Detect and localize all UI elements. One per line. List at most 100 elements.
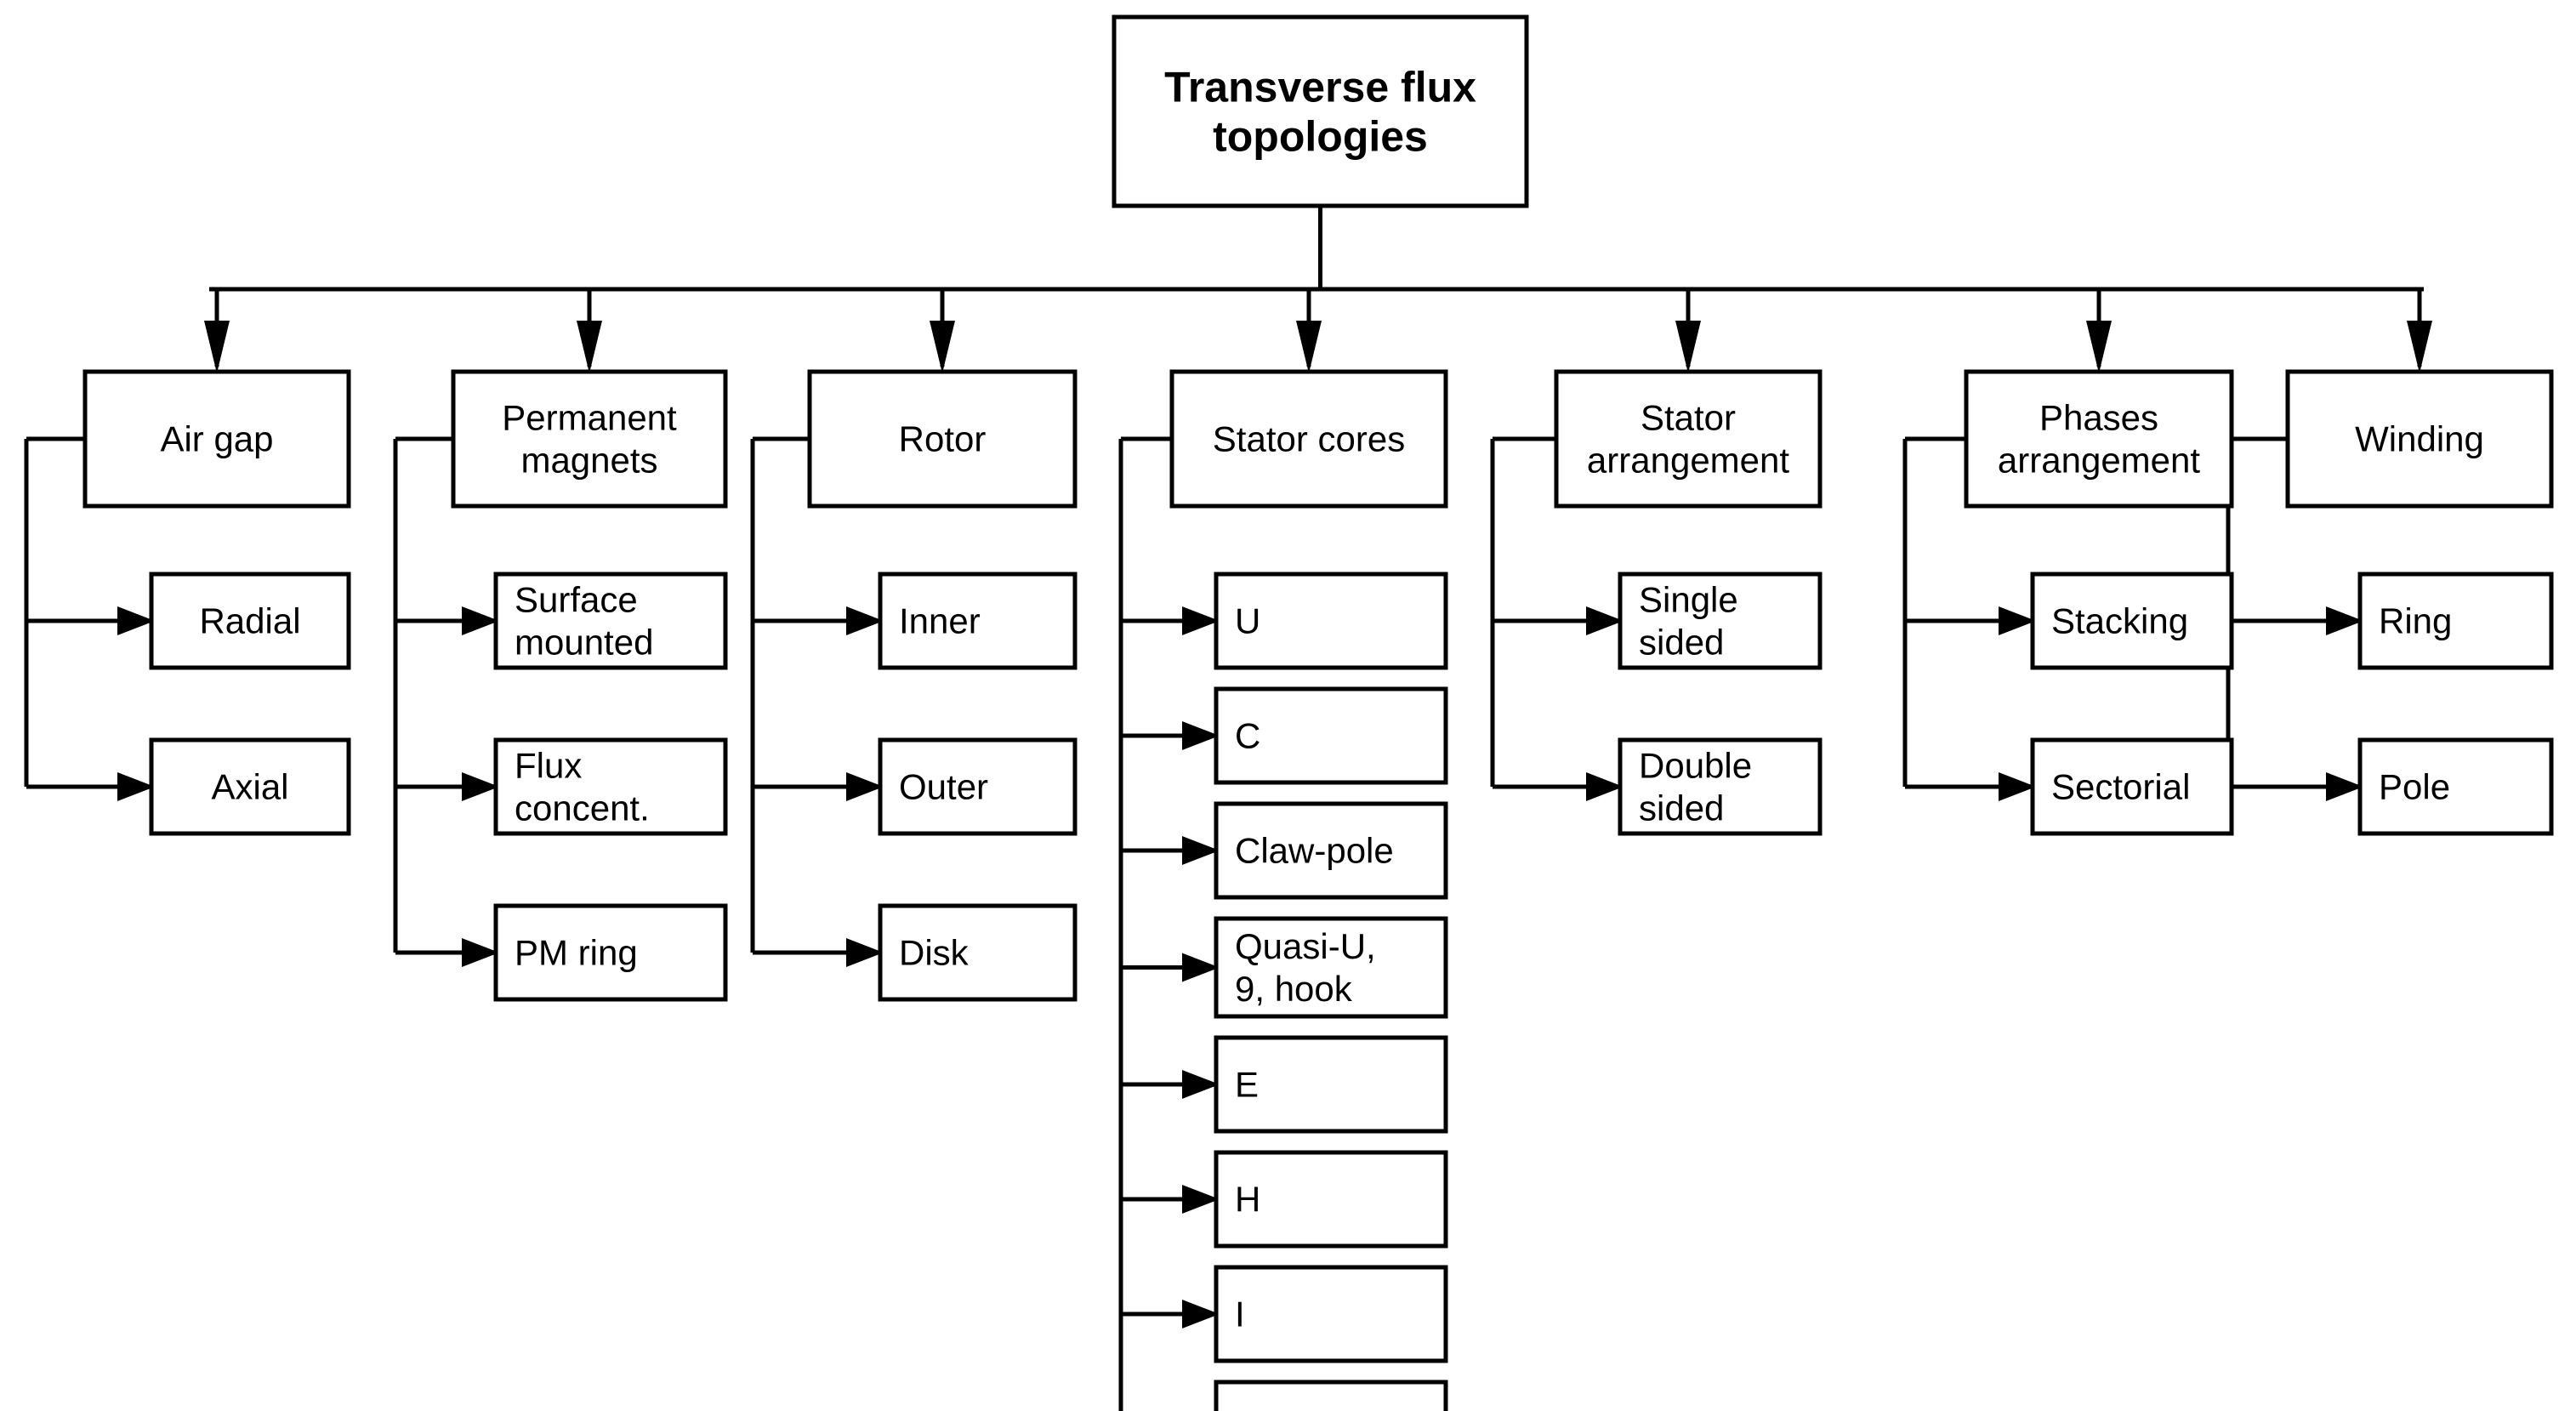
arrowhead-right-icon (2326, 772, 2363, 801)
node-ring-rect (2357, 572, 2554, 670)
root-node-transverse-flux-topologies-rect (1112, 14, 1529, 208)
arrowhead-right-icon (462, 772, 499, 801)
arrowhead-right-icon (1182, 721, 1220, 750)
header-node-winding[interactable]: Winding (2285, 369, 2554, 509)
node-u-label: U (1235, 601, 1260, 641)
node-e-rect (1214, 1035, 1448, 1134)
arrowhead-right-icon (1999, 606, 2036, 635)
arrowhead-right-icon (1586, 606, 1624, 635)
header-node-rotor[interactable]: Rotor (807, 369, 1078, 509)
node-radial-rect (149, 572, 351, 670)
node-radial[interactable]: Radial (149, 572, 351, 670)
arrowhead-right-icon (2326, 606, 2363, 635)
arrowhead-down-icon (2086, 321, 2112, 373)
node-c[interactable]: C (1214, 686, 1448, 785)
arrowhead-right-icon (462, 606, 499, 635)
arrowhead-right-icon (1182, 836, 1220, 865)
node-i-label: I (1235, 1294, 1245, 1334)
node-axial[interactable]: Axial (149, 737, 351, 836)
node-axial-rect (149, 737, 351, 836)
node-pole-rect (2357, 737, 2554, 836)
node-h-rect (1214, 1150, 1448, 1249)
arrowhead-right-icon (462, 938, 499, 967)
header-node-permanent-magnets-rect (451, 369, 728, 509)
header-node-stator-arrangement-rect (1554, 369, 1823, 509)
node-h[interactable]: H (1214, 1150, 1448, 1249)
node-surface-mounted-rect (493, 572, 728, 670)
arrowhead-down-icon (2407, 321, 2432, 373)
node-claw-pole[interactable]: Claw-pole (1214, 801, 1448, 900)
node-i-rect (1214, 1265, 1448, 1363)
node-single-sided-rect (1618, 572, 1823, 670)
node-disk-label: Disk (899, 933, 970, 973)
header-node-rotor-rect (807, 369, 1078, 509)
header-node-winding-label: Winding (2355, 419, 2484, 459)
node-outer[interactable]: Outer (878, 737, 1078, 836)
node-ring[interactable]: Ring (2357, 572, 2554, 670)
node-h-label: H (1235, 1180, 1260, 1220)
arrowhead-right-icon (117, 606, 155, 635)
arrowhead-down-icon (577, 321, 602, 373)
node-disk[interactable]: Disk (878, 903, 1078, 1002)
node-outer-label: Outer (899, 767, 988, 807)
node-inner-rect (878, 572, 1078, 670)
arrowhead-right-icon (846, 772, 884, 801)
node-c-rect (1214, 686, 1448, 785)
node-claw-pole-rect (1214, 801, 1448, 900)
node-i[interactable]: I (1214, 1265, 1448, 1363)
header-node-winding-rect (2285, 369, 2554, 509)
node-inner[interactable]: Inner (878, 572, 1078, 670)
node-pm-ring-label: PM ring (515, 933, 638, 973)
node-stacking-label: Stacking (2051, 601, 2188, 641)
arrowhead-right-icon (1182, 1300, 1220, 1329)
node-c-label: C (1235, 716, 1260, 756)
arrowhead-right-icon (1182, 1185, 1220, 1214)
node-pm-ring-rect (493, 903, 728, 1002)
node-stacking[interactable]: Stacking (2030, 572, 2234, 670)
arrowhead-down-icon (930, 321, 955, 373)
node-claw-pole-label: Claw-pole (1235, 831, 1394, 871)
connectors-layer (24, 206, 2432, 1411)
header-node-air-gap[interactable]: Air gap (82, 369, 351, 509)
node-elliptical-label: Elliptical (1235, 1409, 1366, 1411)
node-pm-ring[interactable]: PM ring (493, 903, 728, 1002)
arrowhead-down-icon (1675, 321, 1701, 373)
node-sectorial[interactable]: Sectorial (2030, 737, 2234, 836)
arrowhead-right-icon (1999, 772, 2036, 801)
node-quasi-u-9-hook-label: Quasi-U,9, hook (1235, 926, 1376, 1009)
node-elliptical[interactable]: Elliptical (1214, 1380, 1448, 1411)
node-pole[interactable]: Pole (2357, 737, 2554, 836)
arrowhead-down-icon (1296, 321, 1322, 373)
node-e[interactable]: E (1214, 1035, 1448, 1134)
node-e-label: E (1235, 1065, 1259, 1105)
arrowhead-down-icon (204, 321, 230, 373)
header-node-stator-cores-label: Stator cores (1213, 419, 1405, 459)
node-quasi-u-9-hook[interactable]: Quasi-U,9, hook (1214, 916, 1448, 1019)
node-radial-label: Radial (199, 601, 300, 641)
arrowhead-right-icon (1182, 953, 1220, 982)
node-u-rect (1214, 572, 1448, 670)
node-u[interactable]: U (1214, 572, 1448, 670)
header-node-air-gap-label: Air gap (160, 419, 273, 459)
header-node-rotor-label: Rotor (899, 419, 987, 459)
node-inner-label: Inner (899, 601, 981, 641)
node-outer-rect (878, 737, 1078, 836)
header-node-stator-cores[interactable]: Stator cores (1169, 369, 1448, 509)
node-sectorial-rect (2030, 737, 2234, 836)
node-disk-rect (878, 903, 1078, 1002)
